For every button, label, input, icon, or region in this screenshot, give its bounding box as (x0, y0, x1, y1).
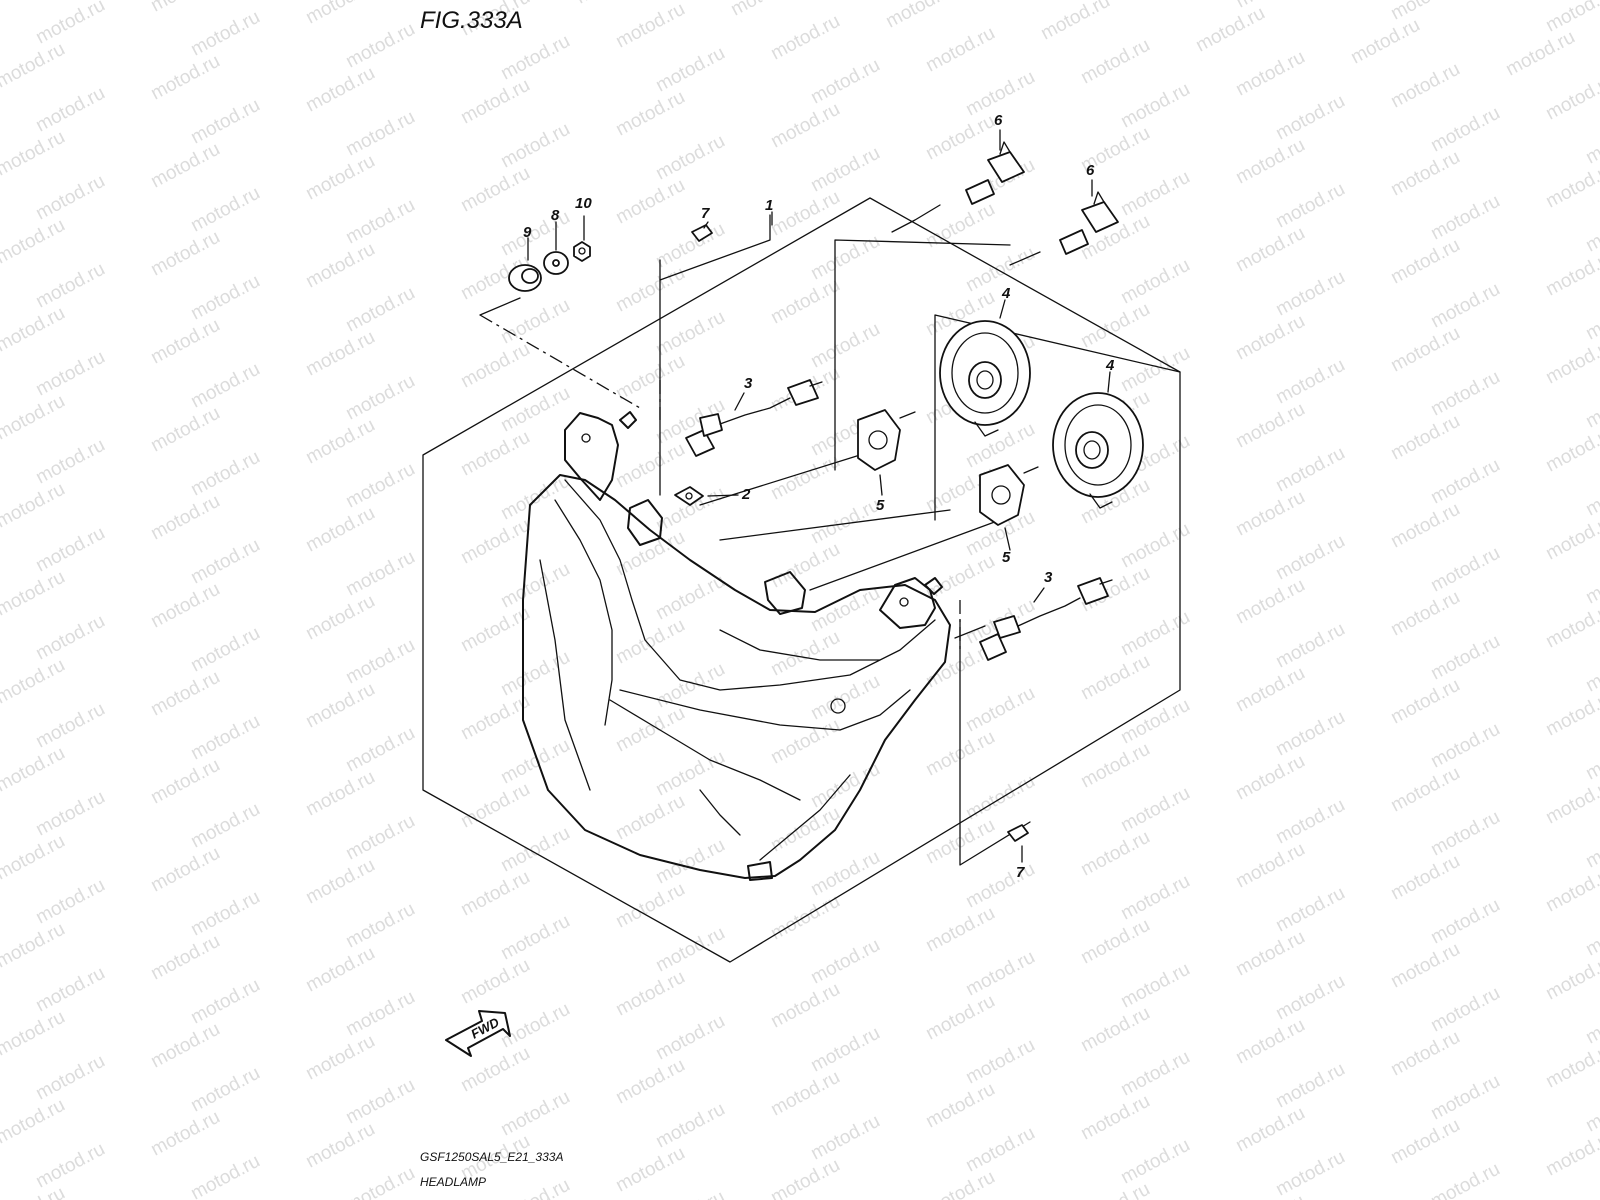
reflector-housing-upper (939, 320, 1031, 437)
position-bulb-upper (691, 224, 713, 242)
subassembly-bracket (659, 214, 1181, 866)
figure-title: FIG.333A (420, 7, 523, 34)
forward-direction-arrow: FWD (445, 1010, 511, 1057)
position-bulb-lower (1007, 824, 1029, 842)
callout-7-lower: 7 (1016, 864, 1025, 881)
callout-4-upper: 4 (1001, 285, 1011, 302)
callout-2: 2 (741, 486, 751, 503)
callout-4-lower: 4 (1105, 357, 1115, 374)
callout-7-upper: 7 (701, 205, 710, 222)
reflector-housing-lower (1052, 392, 1144, 509)
assembly-box (422, 197, 1181, 963)
socket-harness-upper (685, 379, 823, 457)
socket-harness-lower (979, 577, 1113, 661)
callout-labels: 1 2 3 3 4 4 5 5 6 6 7 7 8 9 10 (523, 112, 1115, 881)
headlight-bulb-upper (965, 141, 1025, 205)
headlight-bulb-lower (1059, 191, 1119, 255)
callout-9: 9 (523, 224, 532, 241)
callout-6-upper: 6 (994, 112, 1003, 129)
callout-8: 8 (551, 207, 560, 224)
callout-6-lower: 6 (1086, 162, 1095, 179)
callout-10: 10 (575, 195, 592, 212)
callout-leaders (527, 129, 1111, 863)
bulb-socket-upper (857, 409, 916, 471)
nut-part (573, 241, 591, 262)
grommet-part (508, 264, 542, 292)
callout-1: 1 (765, 197, 773, 214)
figure-code: GSF1250SAL5_E21_333A (420, 1150, 563, 1164)
clip-nut-part (674, 486, 704, 506)
bulb-socket-lower (979, 464, 1039, 526)
callout-3-lower: 3 (1044, 569, 1053, 586)
washer-part (543, 251, 569, 275)
callout-5-lower: 5 (1002, 549, 1011, 566)
leader-lines (479, 204, 1041, 650)
figure-name: HEADLAMP (420, 1175, 486, 1189)
callout-5-upper: 5 (876, 497, 885, 514)
headlamp-housing (522, 411, 951, 881)
callout-3-upper: 3 (744, 375, 753, 392)
